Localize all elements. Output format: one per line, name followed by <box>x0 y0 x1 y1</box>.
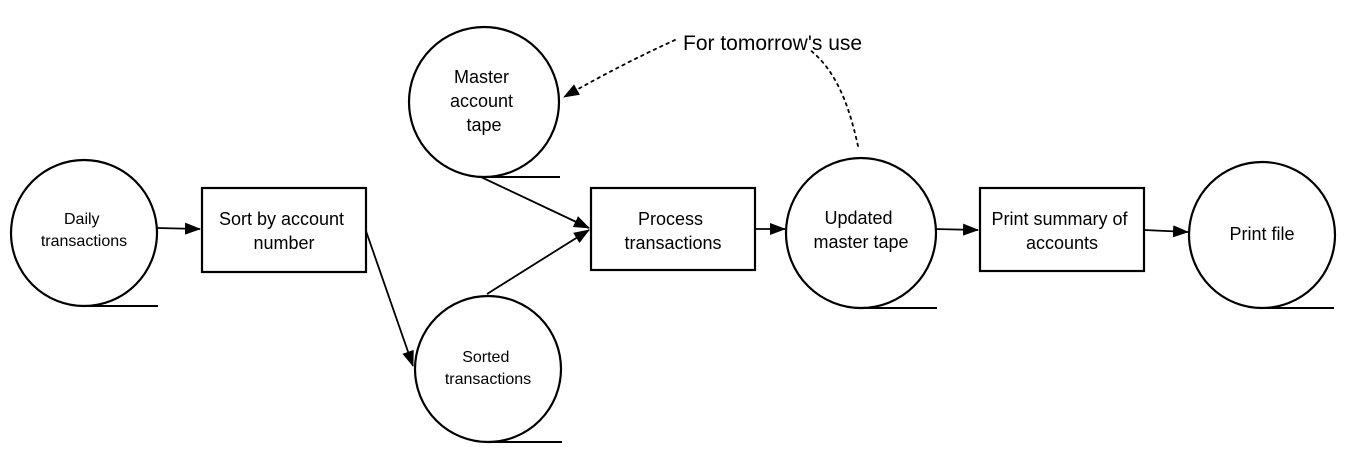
svg-text:Sort by account number: Sort by account number <box>219 209 349 253</box>
sort-label-line-1: Sort by account <box>219 209 344 229</box>
sorted-label-line-1: Sorted <box>462 349 509 366</box>
svg-text:Print summary of account: Print summary of accounts <box>991 209 1132 253</box>
svg-text:Process transactions: Process transactions <box>624 209 721 253</box>
annotation-for-tomorrows-use: For tomorrow's use <box>683 32 862 55</box>
updated-label-line-1: Updated <box>824 208 892 228</box>
svg-text:Updated master tape: Updated master tape <box>813 208 908 252</box>
node-sorted-transactions: Sorted transactions <box>413 294 563 444</box>
edge-summary-to-printfile <box>1143 225 1189 238</box>
svg-text:Sorted transactions: Sorted transactions <box>445 349 531 388</box>
edge-sort-to-sorted <box>365 230 414 367</box>
daily-label-line-1: Daily <box>64 211 100 228</box>
edge-master-to-process <box>480 176 590 229</box>
node-daily-transactions: Daily transactions <box>9 158 159 308</box>
printfile-label-line-1: Print file <box>1229 224 1294 244</box>
edge-dotted-arrow-to-master <box>563 39 676 98</box>
edge-daily-to-sort <box>156 222 201 235</box>
summary-label-line-2: accounts <box>1026 233 1098 253</box>
master-label-line-3: tape <box>466 115 501 135</box>
process-label-line-2: transactions <box>624 233 721 253</box>
sort-label-line-2: number <box>253 233 314 253</box>
master-label-line-2: account <box>450 91 513 111</box>
node-master-account-tape: Master account tape <box>407 25 561 179</box>
updated-label-line-2: master tape <box>813 232 908 252</box>
svg-text:Print file: Print file <box>1229 224 1294 244</box>
svg-text:Master account tap: Master account tape <box>450 67 518 135</box>
node-process-transactions: Process transactions <box>589 186 757 272</box>
process-label-line-1: Process <box>638 209 703 229</box>
edge-updated-to-summary <box>933 223 979 236</box>
sorted-label-line-2: transactions <box>445 371 531 388</box>
node-sort-by-account-number: Sort by account number <box>200 186 368 274</box>
summary-label-line-1: Print summary of <box>991 209 1128 229</box>
svg-text:Daily transactions: Daily transactions <box>41 211 127 250</box>
master-label-line-1: Master <box>454 67 509 87</box>
node-print-summary-of-accounts: Print summary of accounts <box>978 186 1146 273</box>
edge-sorted-to-process <box>486 229 590 295</box>
daily-label-line-2: transactions <box>41 233 127 250</box>
edge-updated-to-master-dotted <box>809 49 859 147</box>
node-print-file: Print file <box>1187 160 1337 310</box>
node-updated-master-tape: Updated master tape <box>784 156 938 310</box>
